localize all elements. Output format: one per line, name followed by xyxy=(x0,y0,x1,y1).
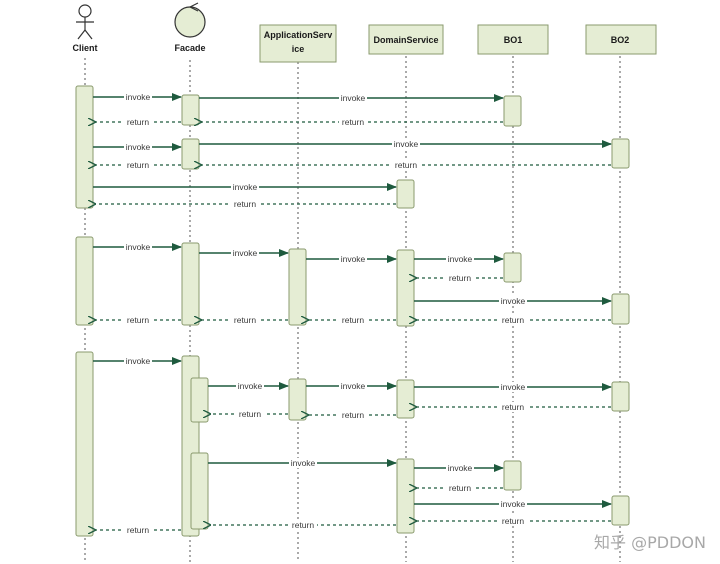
activation-appservice xyxy=(288,248,307,326)
activation-client xyxy=(75,85,94,209)
control-icon xyxy=(174,2,206,38)
facade-label: Facade xyxy=(174,43,205,53)
activation-domainservice xyxy=(396,179,415,209)
participant-appservice: ApplicationServ ice xyxy=(259,24,337,63)
activation-bo2 xyxy=(611,381,630,412)
return-label: return xyxy=(127,117,149,127)
activations xyxy=(75,85,630,537)
return-label: return xyxy=(342,315,364,325)
invoke-messages xyxy=(93,93,612,508)
activation-bo1 xyxy=(503,460,522,491)
participant-bo2: BO2 xyxy=(585,24,657,55)
return-label: return xyxy=(502,402,524,412)
participant-client: Client xyxy=(72,4,98,53)
appservice-label-line2: ice xyxy=(292,44,305,54)
participant-domainservice: DomainService xyxy=(368,24,444,55)
activation-domainservice xyxy=(396,249,415,327)
activation-bo1 xyxy=(503,95,522,127)
invoke-label: invoke xyxy=(341,93,366,103)
return-label: return xyxy=(234,199,256,209)
activation-bo2 xyxy=(611,138,630,169)
lifelines xyxy=(84,56,621,562)
return-label: return xyxy=(127,315,149,325)
activation-bo1 xyxy=(503,252,522,283)
return-label: return xyxy=(342,117,364,127)
actor-icon xyxy=(76,4,94,40)
activation-bo2 xyxy=(611,495,630,526)
client-label: Client xyxy=(72,43,97,53)
return-label: return xyxy=(449,273,471,283)
return-messages xyxy=(95,122,611,530)
participant-bo1: BO1 xyxy=(477,24,549,55)
activation-facade-nested xyxy=(190,452,209,530)
return-label: return xyxy=(342,410,364,420)
return-label: return xyxy=(234,315,256,325)
activation-facade xyxy=(181,94,200,126)
activation-domainservice xyxy=(396,379,415,419)
return-label: return xyxy=(292,520,314,530)
invoke-label: invoke xyxy=(448,254,473,264)
return-label-group: return return return return return retur… xyxy=(124,117,527,535)
invoke-label: invoke xyxy=(126,356,151,366)
activation-client xyxy=(75,236,94,326)
return-label: return xyxy=(502,315,524,325)
invoke-label: invoke xyxy=(394,139,419,149)
invoke-label: invoke xyxy=(126,142,151,152)
return-label: return xyxy=(127,525,149,535)
invoke-label: invoke xyxy=(501,296,526,306)
appservice-label-line1: ApplicationServ xyxy=(264,30,333,40)
activation-facade xyxy=(181,138,200,170)
return-label: return xyxy=(239,409,261,419)
return-label: return xyxy=(127,160,149,170)
invoke-label: invoke xyxy=(126,92,151,102)
invoke-label: invoke xyxy=(341,381,366,391)
return-label: return xyxy=(502,516,524,526)
watermark: 知乎 @PDDON xyxy=(594,533,706,552)
invoke-label: invoke xyxy=(238,381,263,391)
activation-appservice xyxy=(288,378,307,421)
activation-facade-nested xyxy=(190,377,209,423)
invoke-label: invoke xyxy=(448,463,473,473)
invoke-label: invoke xyxy=(233,248,258,258)
invoke-label: invoke xyxy=(126,242,151,252)
invoke-label: invoke xyxy=(501,499,526,509)
invoke-label: invoke xyxy=(233,182,258,192)
return-label: return xyxy=(449,483,471,493)
invoke-label: invoke xyxy=(501,382,526,392)
activation-facade xyxy=(181,242,200,326)
invoke-label: invoke xyxy=(341,254,366,264)
invoke-label: invoke xyxy=(291,458,316,468)
activation-bo2 xyxy=(611,293,630,325)
domainservice-label: DomainService xyxy=(373,35,438,45)
return-label: return xyxy=(395,160,417,170)
bo2-label: BO2 xyxy=(611,35,630,45)
participant-facade: Facade xyxy=(174,2,206,53)
activation-client xyxy=(75,351,94,537)
activation-domainservice xyxy=(396,458,415,534)
invoke-label-group: invoke invoke invoke invoke invoke invok… xyxy=(124,92,527,509)
message-labels: invoke invoke invoke invoke invoke invok… xyxy=(124,92,527,535)
bo1-label: BO1 xyxy=(504,35,523,45)
